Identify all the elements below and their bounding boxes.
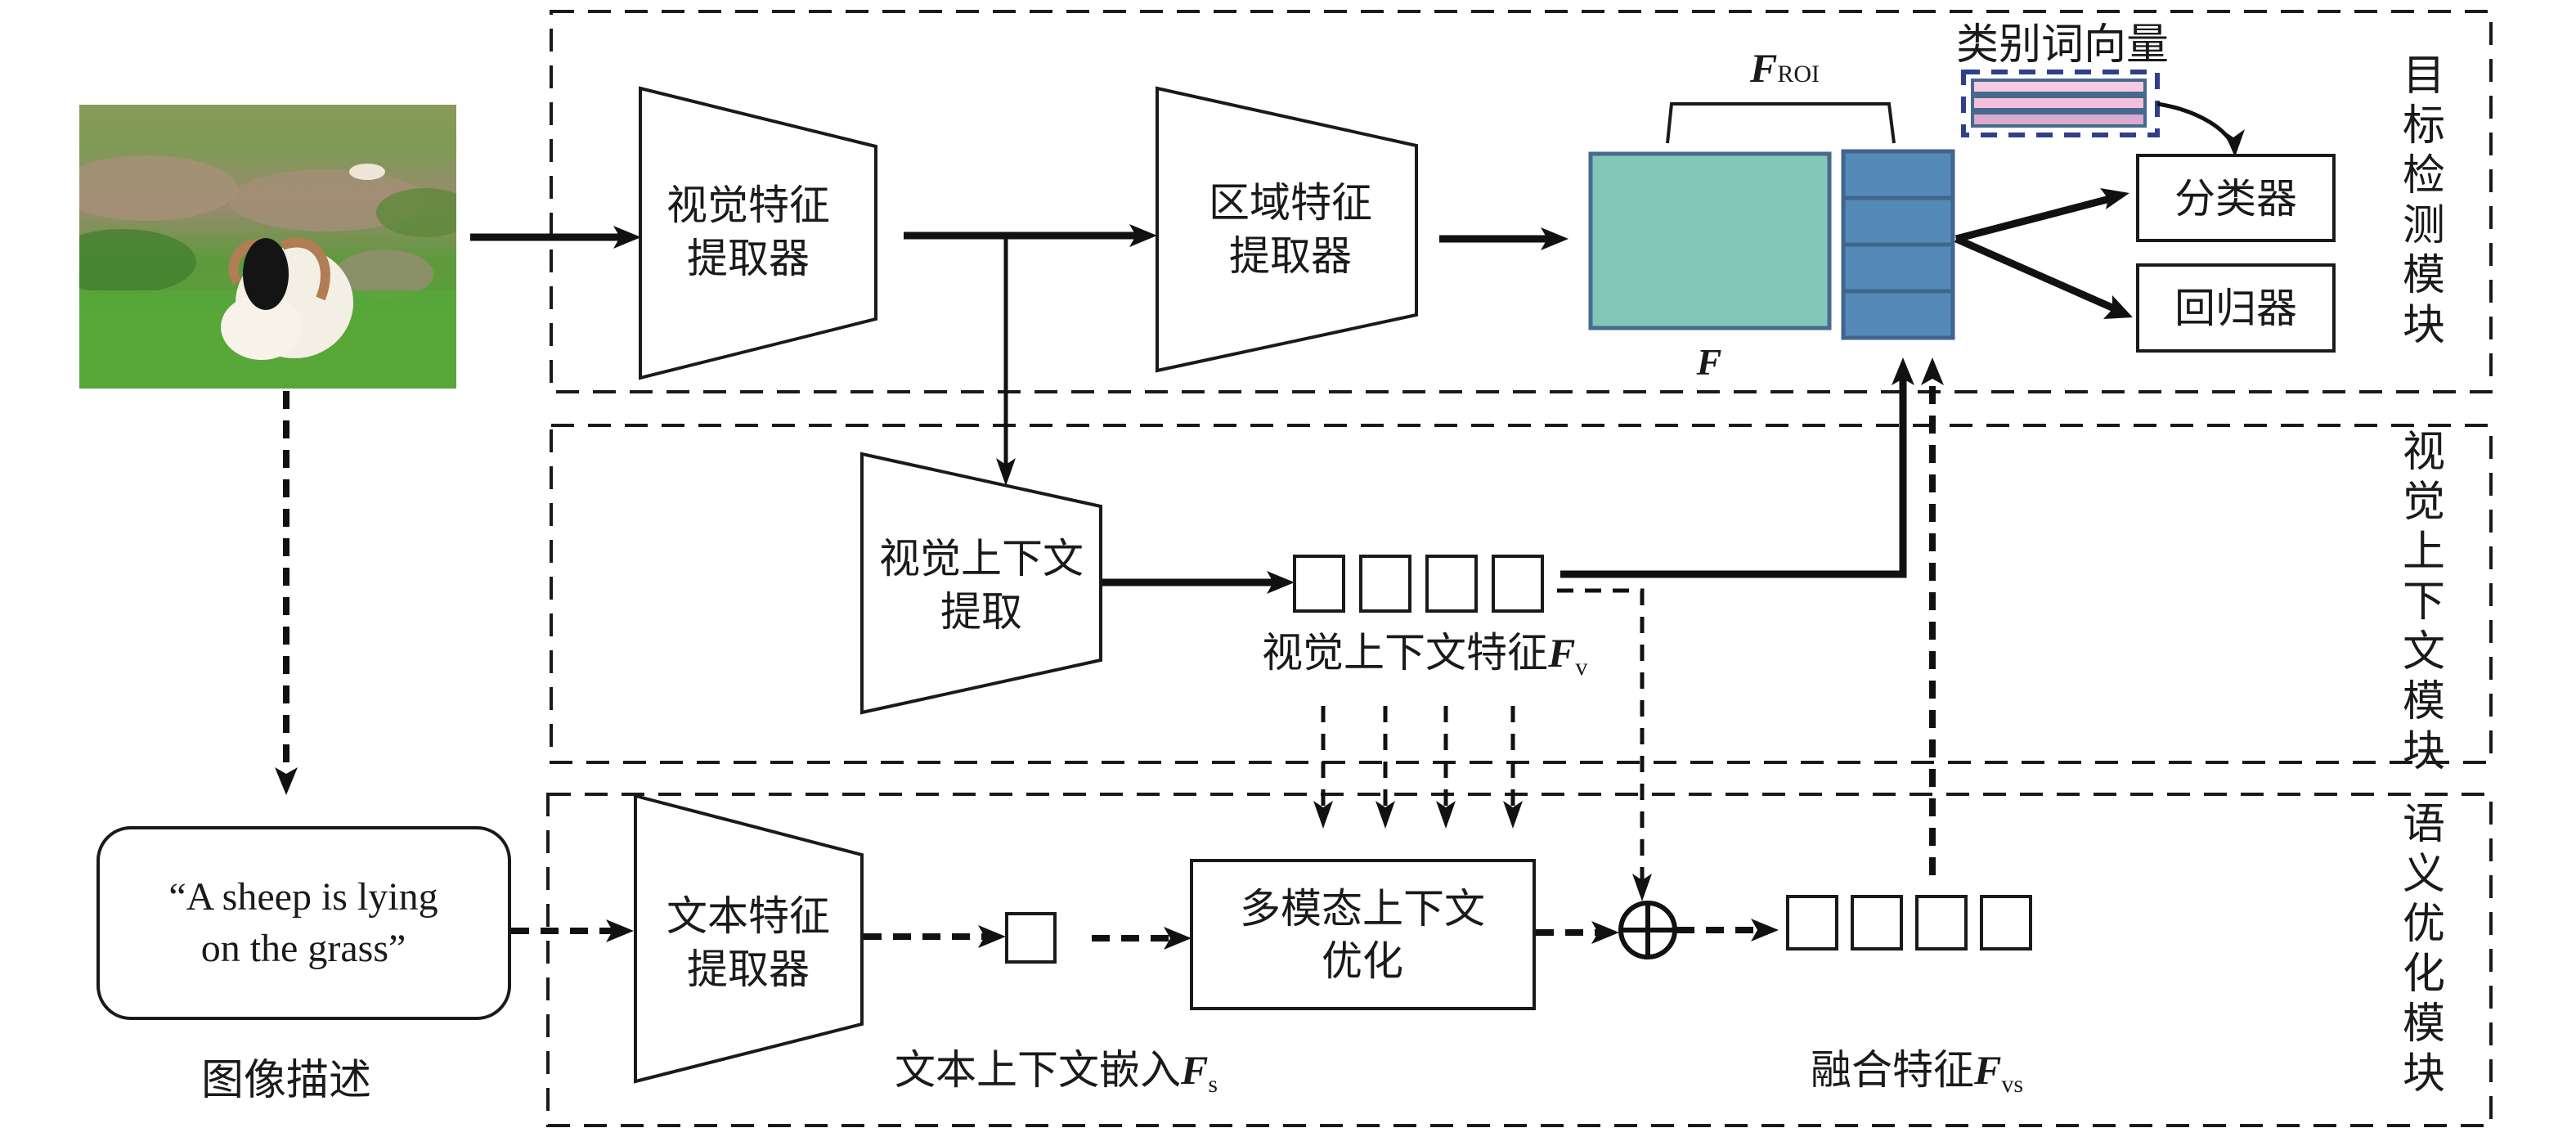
arrow-fs-to-multimodal: [1092, 927, 1192, 950]
svg-text:文本特征: 文本特征: [666, 892, 830, 940]
svg-text:图像描述: 图像描述: [201, 1056, 371, 1105]
text-feature-extractor: 文本特征 提取器: [634, 793, 864, 1084]
arrow-description-to-tfe: [511, 919, 634, 942]
svg-text:目标检测模块: 目标检测模块: [2403, 52, 2445, 350]
feature-cell: [1005, 912, 1057, 964]
arrow-tfe-to-fs: [864, 925, 1006, 948]
visual-context-module-border: [550, 424, 2493, 764]
svg-text:“A sheep is lying: “A sheep is lying: [168, 875, 438, 919]
word-vector-bar: [1971, 111, 2147, 128]
feature-cell: [1980, 895, 2032, 950]
class-word-vectors: 类别词向量: [1956, 20, 2169, 137]
roi-label: FROI: [1749, 45, 1820, 91]
svg-text:多模态上下文: 多模态上下文: [1240, 885, 1485, 933]
svg-text:文本上下文嵌入Fs: 文本上下文嵌入Fs: [895, 1046, 1218, 1098]
svg-text:优化: 优化: [1322, 937, 1403, 985]
arrowhead-icon: [1376, 801, 1395, 829]
arrow-image-to-description: [275, 391, 298, 795]
arrow-fusion-to-fused: [1676, 919, 1779, 941]
regressor: 回归器: [2136, 263, 2336, 353]
fused-features: [1786, 895, 2032, 950]
svg-text:提取器: 提取器: [687, 946, 810, 993]
arrow-vfe-to-vce: [996, 236, 1016, 486]
arrowhead-icon: [1436, 801, 1456, 829]
arrow-vfe-to-rfe: [904, 224, 1157, 247]
classifier: 分类器: [2136, 154, 2336, 242]
word-vector-bar: [1971, 95, 2147, 111]
feature-cell: [1915, 895, 1968, 950]
arrow-multimodal-to-fusion: [1536, 921, 1619, 944]
arrowhead-icon: [1313, 801, 1333, 829]
svg-text:区域特征: 区域特征: [1209, 179, 1372, 227]
semantic-module-border: [546, 793, 2493, 1127]
image-description-box: “A sheep is lying on the grass”: [96, 826, 511, 1020]
region-feature-extractor: 区域特征 提取器: [1156, 86, 1418, 373]
arrow-rfe-to-feature-map: [1439, 227, 1568, 250]
svg-text:视觉上下文特征Fv: 视觉上下文特征Fv: [1262, 629, 1587, 681]
svg-text:视觉特征: 视觉特征: [666, 182, 830, 229]
svg-text:提取器: 提取器: [1229, 232, 1352, 280]
svg-text:提取器: 提取器: [687, 235, 810, 282]
svg-text:回归器: 回归器: [2174, 285, 2297, 332]
roi-features: [1841, 149, 1955, 340]
fusion-operator-icon: [1618, 901, 1677, 959]
visual-context-features-label: 视觉上下文特征Fv: [1262, 629, 1587, 681]
arrow-word-vectors-to-classifier: [2156, 101, 2245, 157]
arrowhead-icon: [1503, 801, 1523, 829]
feature-cell: [1851, 895, 1903, 950]
svg-text:FROI: FROI: [1749, 45, 1820, 91]
sheep-head: [243, 238, 289, 310]
feature-cell: [1293, 555, 1345, 613]
svg-text:视觉上下文模块: 视觉上下文模块: [2403, 428, 2445, 776]
image-description-caption: 图像描述: [201, 1056, 371, 1105]
feature-cell: [1786, 895, 1838, 950]
svg-text:融合特征Fvs: 融合特征Fvs: [1811, 1046, 2023, 1098]
svg-text:视觉上下文: 视觉上下文: [879, 535, 1084, 582]
svg-text:语义优化模块: 语义优化模块: [2403, 800, 2445, 1099]
feature-cell: [1492, 555, 1544, 613]
arrow-fused-to-roi: [1921, 357, 1944, 875]
svg-text:提取: 提取: [940, 588, 1022, 636]
fused-features-label: 融合特征Fvs: [1811, 1046, 2023, 1098]
arrow-fv-to-roi: [1560, 357, 1914, 578]
arrow-vce-to-fv: [1102, 571, 1295, 594]
semantic-module-label: 语义优化模块: [2403, 800, 2445, 1099]
visual-context-module-label: 视觉上下文模块: [2403, 428, 2445, 776]
feature-cell: [1359, 555, 1411, 613]
arrows-fv-to-multimodal: [1313, 706, 1523, 829]
arrow-image-to-vfe: [470, 226, 641, 249]
detection-module-label: 目标检测模块: [2403, 52, 2445, 350]
svg-text:分类器: 分类器: [2174, 175, 2297, 222]
input-image: [79, 105, 456, 389]
arrow-roi-to-regressor: [1954, 235, 2133, 319]
svg-text:类别词向量: 类别词向量: [1956, 20, 2169, 70]
svg-text:F: F: [1696, 341, 1722, 383]
multimodal-context-optimization: 多模态上下文 优化: [1190, 859, 1536, 1010]
visual-context-extractor: 视觉上下文 提取: [860, 452, 1102, 715]
text-context-embedding: [1005, 912, 1057, 964]
roi-bracket: [1666, 102, 1896, 144]
feature-map: F: [1588, 151, 1832, 383]
word-vector-bar: [1971, 79, 2147, 95]
feature-cell: [1425, 555, 1478, 613]
arrow-roi-to-classifier: [1954, 188, 2129, 243]
visual-context-features: [1293, 555, 1544, 613]
svg-text:on the grass”: on the grass”: [201, 927, 406, 970]
visual-feature-extractor: 视觉特征 提取器: [639, 86, 877, 380]
text-context-embedding-label: 文本上下文嵌入Fs: [895, 1046, 1218, 1098]
detection-module-border: [550, 10, 2493, 393]
arrow-fv-to-fusion: [1557, 588, 1652, 901]
